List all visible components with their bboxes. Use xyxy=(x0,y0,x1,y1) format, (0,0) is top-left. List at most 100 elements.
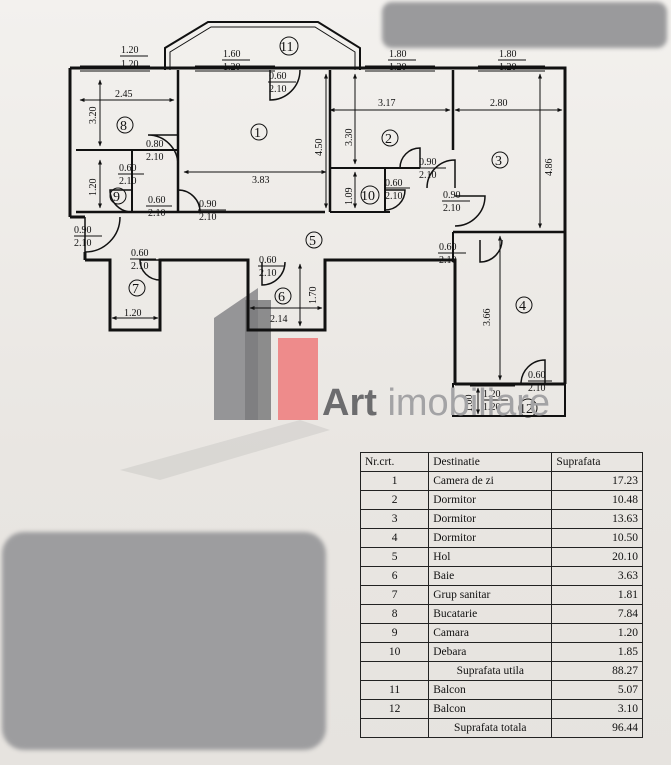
dim-text: 3.30 xyxy=(344,129,355,147)
header-destinatie: Destinatie xyxy=(428,452,553,472)
cell-nr: 3 xyxy=(359,509,430,529)
room-number: 11 xyxy=(280,40,293,55)
dim-text: 2.10 xyxy=(131,261,149,272)
redaction-top xyxy=(382,2,667,48)
dim-text: 2.14 xyxy=(270,314,288,325)
cell-nr xyxy=(359,661,430,681)
room-number: 8 xyxy=(120,119,127,134)
dim-text: 1.80 xyxy=(499,49,517,60)
cell-name: Camara xyxy=(428,623,553,643)
dim-text: 2.10 xyxy=(419,170,437,181)
room-number: 5 xyxy=(309,234,316,249)
cell-name: Balcon xyxy=(428,699,553,719)
dim-text: 0.90 xyxy=(419,157,437,168)
cell-nr: 4 xyxy=(359,528,430,548)
cell-name: Dormitor xyxy=(428,528,553,548)
dimension-texts: 1.20 1.20 1.60 1.20 1.80 1.20 1.80 1.20 … xyxy=(74,45,555,413)
dim-text: 1.80 xyxy=(389,49,407,60)
cell-area: 20.10 xyxy=(551,547,643,567)
room-number: 7 xyxy=(132,282,139,297)
balcony-11 xyxy=(164,21,361,70)
room-number: 10 xyxy=(361,189,375,204)
dim-text: 0.90 xyxy=(199,199,217,210)
dim-text: 0.60 xyxy=(259,255,277,266)
dim-text: 2.10 xyxy=(148,208,166,219)
cell-area: 96.44 xyxy=(551,718,643,738)
dim-text: 0.80 xyxy=(146,139,164,150)
doors xyxy=(84,69,546,385)
cell-nr: 10 xyxy=(359,642,430,662)
dim-text: 4.50 xyxy=(314,139,325,157)
header-suprafata: Suprafata xyxy=(551,452,643,472)
cell-name: Grup sanitar xyxy=(428,585,553,605)
cell-area: 5.07 xyxy=(551,680,643,700)
dim-text: 1.20 xyxy=(88,179,99,197)
room-number: 12 xyxy=(519,402,533,417)
dim-text: 1.20 xyxy=(223,62,241,73)
cell-name: Baie xyxy=(428,566,553,586)
dim-text: 2.10 xyxy=(119,176,137,187)
room-number: 2 xyxy=(385,132,392,147)
dim-text: 2.10 xyxy=(269,84,287,95)
dim-text: 0.60 xyxy=(528,370,546,381)
dim-text: 1.70 xyxy=(308,287,319,305)
cell-nr: 11 xyxy=(359,680,430,700)
dim-text: 1.09 xyxy=(344,188,355,206)
room-labels xyxy=(109,36,538,418)
logo-wordmark: Art imobiliare xyxy=(322,382,550,425)
windows xyxy=(80,65,545,387)
table-header: Nr.crt. Destinatie Suprafata xyxy=(359,452,643,472)
header-nr: Nr.crt. xyxy=(359,452,430,472)
dim-text: 0.60 xyxy=(269,71,287,82)
dim-text: 2.10 xyxy=(259,268,277,279)
cell-nr: 8 xyxy=(359,604,430,624)
dim-text: 0.60 xyxy=(385,178,403,189)
dim-text: 1.20 xyxy=(389,62,407,73)
room-number-texts: 1 2 3 4 5 6 7 8 9 10 11 12 xyxy=(113,40,533,417)
dim-text: 2.10 xyxy=(146,152,164,163)
dim-text: 2.10 xyxy=(74,238,92,249)
dim-text: 2.80 xyxy=(490,98,508,109)
cell-nr: 12 xyxy=(359,699,430,719)
dim-text: 1.20 xyxy=(483,389,501,400)
cell-area: 3.10 xyxy=(551,699,643,719)
logo-art: Art xyxy=(322,382,377,424)
cell-nr xyxy=(359,718,430,738)
cell-area: 1.81 xyxy=(551,585,643,605)
dim-text: 1.20 xyxy=(121,59,139,70)
dim-text: 1.00 xyxy=(464,395,475,413)
cell-area: 10.50 xyxy=(551,528,643,548)
room-number: 1 xyxy=(254,126,261,141)
cell-nr: 5 xyxy=(359,547,430,567)
cell-name: Balcon xyxy=(428,680,553,700)
logo-mark xyxy=(120,288,330,480)
redaction-bottom-left xyxy=(2,532,326,750)
dim-text: 3.20 xyxy=(88,107,99,125)
dim-text: 2.10 xyxy=(385,191,403,202)
dim-text: 0.60 xyxy=(148,195,166,206)
cell-area: 1.85 xyxy=(551,642,643,662)
cell-name: Hol xyxy=(428,547,553,567)
dim-text: 0.90 xyxy=(74,225,92,236)
dim-text: 2.10 xyxy=(528,383,546,394)
cell-name: Camera de zi xyxy=(428,471,553,491)
cell-area: 3.63 xyxy=(551,566,643,586)
cell-name: Suprafata utila xyxy=(428,661,553,681)
cell-area: 17.23 xyxy=(551,471,643,491)
dim-text: 0.60 xyxy=(439,242,457,253)
dim-text: 3.83 xyxy=(252,175,270,186)
cell-nr: 6 xyxy=(359,566,430,586)
